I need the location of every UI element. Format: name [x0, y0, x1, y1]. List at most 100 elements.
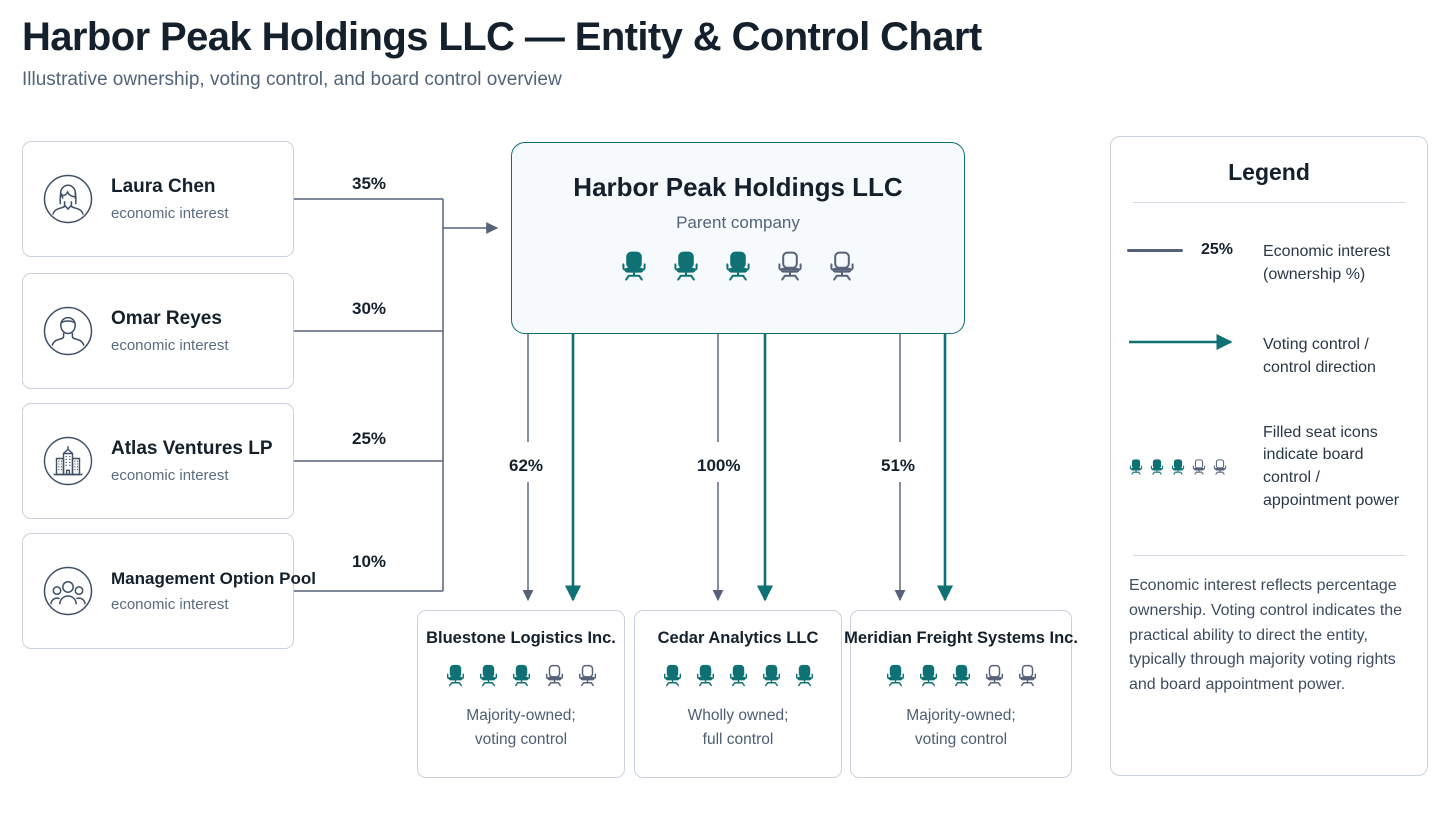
economic-line-swatch [1127, 248, 1183, 252]
board-seats-cedar [660, 663, 817, 688]
owner-name: Management Option Pool [111, 569, 316, 589]
seats-swatch [1127, 458, 1263, 476]
building-icon [41, 434, 95, 488]
owner-card-omar-reyes[interactable]: Omar Reyes economic interest [22, 273, 294, 389]
owner-name: Omar Reyes [111, 308, 222, 330]
voting-arrow-icon [1129, 333, 1233, 350]
page-header: Harbor Peak Holdings LLC — Entity & Cont… [22, 14, 982, 91]
owner-role: economic interest [111, 466, 229, 484]
seat-empty-icon [778, 251, 802, 281]
legend-label-line2: indicate board [1263, 446, 1364, 464]
people-group-icon [41, 564, 95, 618]
line-swatch: 25% [1127, 241, 1263, 259]
arrow-swatch [1127, 333, 1263, 350]
percent-label-owner-1: 30% [352, 299, 387, 318]
percent-label-sub-0: 62% [509, 456, 544, 475]
seat-empty-icon [578, 664, 596, 687]
legend-label-line1: Filled seat icons [1263, 423, 1378, 441]
legend-label: Filled seat icons indicate board control… [1263, 422, 1399, 514]
legend-label-line4: appointment power [1263, 492, 1400, 510]
legend-item-voting-control: Voting control / control direction [1111, 333, 1427, 380]
subsidiary-name: Cedar Analytics LLC [657, 629, 819, 647]
subsidiary-note-line1: Wholly owned; [687, 707, 789, 724]
legend-divider-bottom [1133, 555, 1405, 556]
owner-name: Laura Chen [111, 176, 216, 198]
seat-filled-icon [726, 251, 750, 281]
seat-filled-icon [762, 664, 780, 687]
owner-text: Management Option Pool economic interest [111, 569, 316, 612]
owner-role: economic interest [111, 595, 229, 613]
seat-filled-icon [663, 664, 681, 687]
owner-text: Omar Reyes economic interest [111, 308, 229, 354]
seat-filled-icon [1129, 459, 1143, 475]
legend-label-line1: Economic interest [1263, 243, 1391, 260]
percent-label-sub-1: 100% [697, 456, 741, 475]
seat-filled-icon [479, 664, 497, 687]
subsidiary-note: Wholly owned; full control [688, 704, 789, 752]
subsidiary-note-line2: voting control [914, 731, 1008, 749]
subsidiary-card-bluestone[interactable]: Bluestone Logistics Inc. Majority-owned;… [417, 610, 625, 778]
subsidiary-note-line1: Majority-owned; [906, 707, 1016, 724]
page-subtitle: Illustrative ownership, voting control, … [22, 69, 562, 90]
seat-filled-icon [795, 664, 813, 687]
seat-filled-icon [696, 664, 714, 687]
legend-label-line2: control direction [1263, 358, 1376, 376]
percent-label-owner-0: 35% [352, 174, 387, 193]
legend-label-line2: (ownership %) [1263, 265, 1366, 283]
legend-label-line1: Voting control / [1263, 335, 1369, 353]
seat-empty-icon [1018, 664, 1036, 687]
legend-divider-top [1133, 202, 1405, 203]
owner-role: economic interest [111, 336, 229, 354]
seat-filled-icon [952, 664, 970, 687]
page-title: Harbor Peak Holdings LLC — Entity & Cont… [22, 15, 982, 59]
subsidiary-note-line2: voting control [474, 731, 568, 749]
legend-item-board-seats: Filled seat icons indicate board control… [1111, 422, 1427, 514]
owner-text: Laura Chen economic interest [111, 176, 229, 222]
subsidiary-note-line1: Majority-owned; [466, 707, 576, 724]
legend-panel: Legend 25% Economic interest (ownership … [1110, 136, 1428, 776]
owner-name: Atlas Ventures LP [111, 438, 273, 460]
percent-label-sub-2: 51% [881, 456, 916, 475]
percent-label-owner-2: 25% [352, 429, 387, 448]
parent-company-name: Harbor Peak Holdings LLC [573, 172, 903, 202]
seat-filled-icon [622, 251, 646, 281]
seat-filled-icon [1150, 459, 1164, 475]
owner-card-atlas-ventures[interactable]: Atlas Ventures LP economic interest [22, 403, 294, 519]
legend-label-line3: control / [1263, 469, 1320, 487]
seat-filled-icon [886, 664, 904, 687]
subsidiary-name: Meridian Freight Systems Inc. [844, 629, 1078, 647]
seat-empty-icon [1192, 459, 1206, 475]
person-female-icon [41, 172, 95, 226]
seat-filled-icon [512, 664, 530, 687]
parent-company-card[interactable]: Harbor Peak Holdings LLC Parent company [511, 142, 965, 334]
parent-company-subtitle: Parent company [676, 213, 800, 232]
seat-filled-icon [729, 664, 747, 687]
seat-filled-icon [1171, 459, 1185, 475]
legend-label: Voting control / control direction [1263, 334, 1376, 380]
legend-label: Economic interest (ownership %) [1263, 241, 1390, 287]
board-seats-meridian [883, 663, 1040, 688]
subsidiary-note: Majority-owned; voting control [906, 704, 1015, 752]
owner-card-laura-chen[interactable]: Laura Chen economic interest [22, 141, 294, 257]
board-seats-parent [617, 249, 859, 283]
seat-filled-icon [446, 664, 464, 687]
owner-text: Atlas Ventures LP economic interest [111, 438, 273, 484]
seat-empty-icon [830, 251, 854, 281]
subsidiary-note: Majority-owned; voting control [466, 704, 575, 752]
person-male-icon [41, 304, 95, 358]
legend-item-economic-interest: 25% Economic interest (ownership %) [1111, 241, 1427, 287]
subsidiary-note-line2: full control [702, 731, 774, 749]
subsidiary-name: Bluestone Logistics Inc. [426, 629, 616, 647]
board-seats-legend [1127, 458, 1229, 476]
owner-role: economic interest [111, 204, 229, 222]
seat-empty-icon [1213, 459, 1227, 475]
seat-empty-icon [985, 664, 1003, 687]
seat-empty-icon [545, 664, 563, 687]
legend-title: Legend [1228, 159, 1310, 185]
board-seats-bluestone [443, 663, 600, 688]
seat-filled-icon [674, 251, 698, 281]
subsidiary-card-meridian[interactable]: Meridian Freight Systems Inc. Majority-o… [844, 610, 1078, 778]
subsidiary-card-cedar[interactable]: Cedar Analytics LLC Wholly owned; full c… [634, 610, 842, 778]
owner-card-management-option-pool[interactable]: Management Option Pool economic interest [22, 533, 316, 649]
